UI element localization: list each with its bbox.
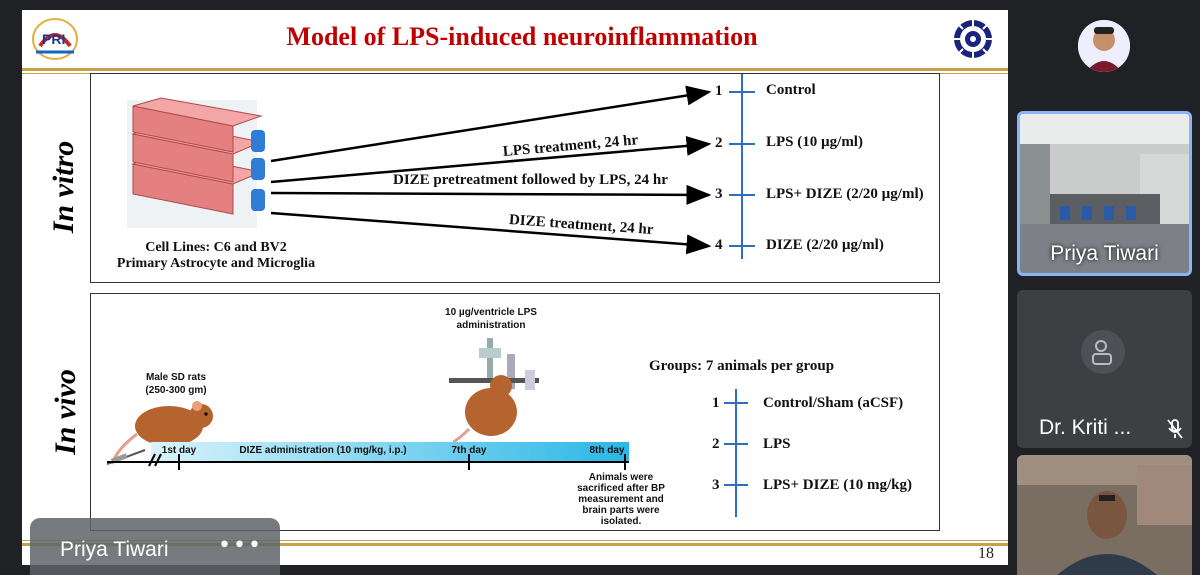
participant-name-priya: Priya Tiwari	[1050, 242, 1159, 265]
treatment-arrows	[270, 74, 755, 259]
footer-divider	[22, 543, 1008, 546]
presenter-name: Priya Tiwari	[60, 538, 169, 561]
cell-caption-line1: Cell Lines: C6 and BV2	[145, 240, 287, 255]
more-options-icon[interactable]: •••	[218, 533, 263, 558]
group-num-3: 3	[715, 186, 723, 202]
sacrifice-note-line5: isolated.	[600, 516, 642, 527]
sacrifice-note-line3: measurement and	[578, 494, 664, 505]
in-vitro-panel: Cell Lines: C6 and BV2 Primary Astrocyte…	[90, 73, 940, 283]
vivo-group-num-2: 2	[712, 436, 720, 452]
participant-tile-kriti[interactable]: Dr. Kriti ...	[1017, 290, 1192, 448]
vivo-group-label-2: LPS	[763, 436, 791, 452]
cell-caption-line2: Primary Astrocyte and Microglia	[116, 256, 316, 271]
groups-title: Groups: 7 animals per group	[649, 358, 835, 374]
group-num-2: 2	[715, 135, 723, 151]
footer-divider-thin	[22, 540, 1008, 541]
presenter-name-chip[interactable]: Priya Tiwari •••	[30, 518, 280, 575]
sacrifice-note-line4: brain parts were	[582, 505, 660, 516]
self-view-tile[interactable]	[1017, 6, 1192, 101]
in-vivo-label: In vivo	[49, 369, 82, 455]
arrow-1	[270, 85, 712, 163]
presentation-slide: PRI Model of LPS-induced neuroinflammati…	[22, 10, 1008, 565]
cell-culture-flasks-image	[121, 94, 271, 234]
sacrifice-note-line1: Animals were	[588, 472, 654, 483]
timeline-day7: 7th day	[451, 445, 487, 456]
cell-caption: Cell Lines: C6 and BV2 Primary Astrocyte…	[91, 240, 341, 272]
participant-tile-camera[interactable]	[1017, 455, 1192, 575]
group-num-4: 4	[715, 237, 723, 253]
vivo-group-label-3: LPS+ DIZE (10 mg/kg)	[763, 477, 912, 493]
arrow-label-3: DIZE pretreatment followed by LPS, 24 hr	[393, 172, 668, 188]
lps-label-line2: administration	[456, 320, 526, 331]
slide-page-number: 18	[978, 545, 994, 562]
rat-label-line1: Male SD rats	[145, 372, 207, 383]
csir-logo	[952, 18, 994, 60]
timeline-dize-label: DIZE administration (10 mg/kg, i.p.)	[239, 445, 407, 456]
slide-title: Model of LPS-induced neuroinflammation	[286, 22, 758, 51]
group-label-4: DIZE (2/20 µg/ml)	[766, 237, 884, 253]
sacrifice-note: Animals were sacrificed after BP measure…	[561, 472, 681, 527]
participant-tile-priya[interactable]: Priya Tiwari	[1017, 111, 1192, 276]
dize-timeline	[107, 442, 629, 470]
participant-name-kriti: Dr. Kriti ...	[1039, 416, 1132, 439]
svg-text:PRI: PRI	[42, 31, 65, 47]
header-divider	[22, 68, 1008, 71]
vivo-group-num-1: 1	[712, 395, 720, 411]
rat-label-line2: (250-300 gm)	[145, 385, 207, 396]
vivo-group-label-1: Control/Sham (aCSF)	[763, 395, 904, 411]
in-vivo-panel: Male SD rats (250-300 gm) 10 µg/ventricl…	[90, 293, 940, 531]
timeline-day1: 1st day	[161, 445, 197, 456]
mic-muted-icon	[1165, 418, 1185, 440]
arrow-2	[270, 135, 712, 184]
arrow-4	[270, 211, 712, 255]
in-vitro-label: In vitro	[47, 140, 80, 234]
participant-video	[1020, 114, 1189, 273]
sacrifice-note-line2: sacrificed after BP	[577, 483, 665, 494]
group-label-3: LPS+ DIZE (2/20 µg/ml)	[766, 186, 924, 202]
group-label-1: Control	[766, 82, 816, 98]
group-num-1: 1	[715, 83, 723, 99]
lps-label-line1: 10 µg/ventricle LPS	[445, 307, 537, 318]
timeline-day8: 8th day	[589, 445, 625, 456]
participant-video-2	[1017, 455, 1192, 575]
avatar	[1078, 20, 1130, 72]
arrow-3	[270, 184, 712, 205]
group-label-2: LPS (10 µg/ml)	[766, 134, 863, 150]
vivo-group-axis	[724, 389, 748, 517]
vivo-group-num-3: 3	[712, 477, 720, 493]
app-logo-icon	[1081, 330, 1125, 374]
institute-logo: PRI	[30, 16, 80, 62]
stereotaxic-rat-image	[439, 334, 549, 444]
